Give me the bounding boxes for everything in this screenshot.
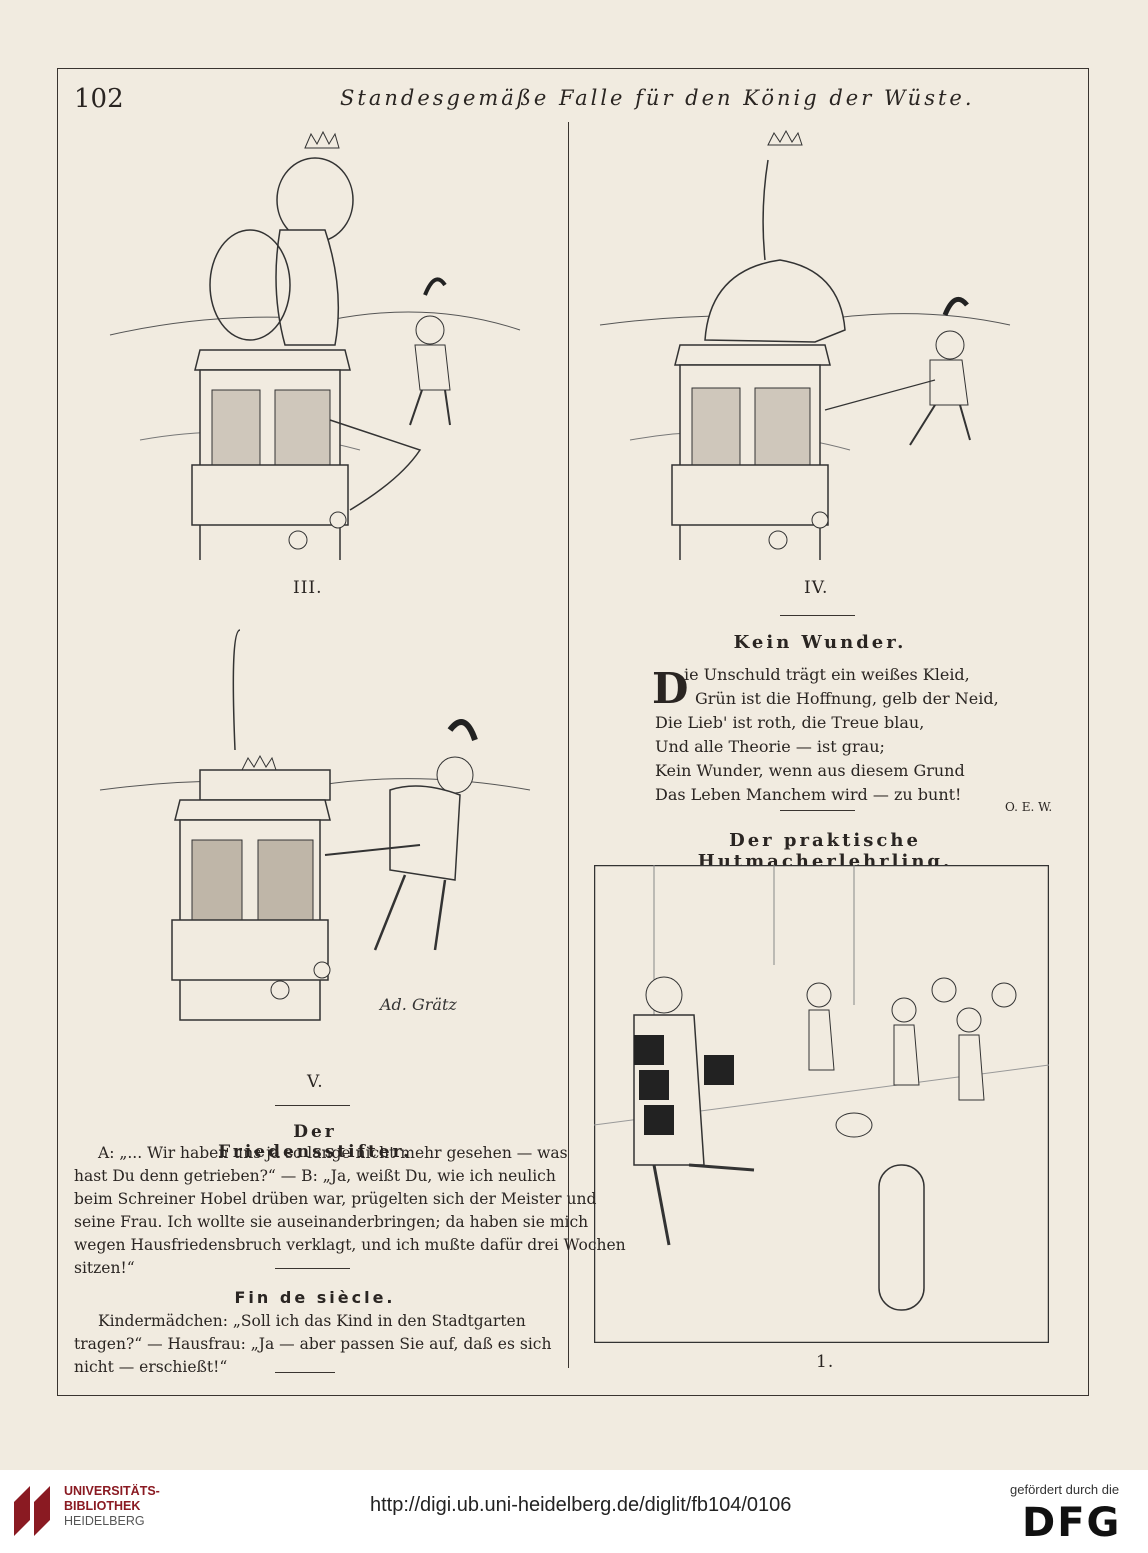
poem-dropcap: D [652, 664, 689, 713]
uni-line-2: BIBLIOTHEK [64, 1499, 141, 1513]
poem-line-1: ie Unschuld trägt ein weißes Kleid, [684, 665, 970, 684]
viewer-footer [0, 1470, 1148, 1553]
university-library-name[interactable]: UNIVERSITÄTS- BIBLIOTHEK HEIDELBERG [64, 1484, 160, 1529]
sponsor-label: gefördert durch die [1010, 1482, 1120, 1497]
scanned-page: 102 Standesgemäße Falle für den König de… [0, 0, 1148, 1470]
page-title: Standesgemäße Falle für den König der Wü… [340, 86, 975, 110]
fin-de-siecle-line-2: tragen?“ — Hausfrau: „Ja — aber passen S… [74, 1335, 552, 1353]
page-url-link[interactable]: http://digi.ub.uni-heidelberg.de/diglit/… [370, 1494, 792, 1516]
caption-iv: IV. [804, 578, 829, 598]
column-divider [568, 122, 570, 1368]
fin-de-siecle-title: Fin de siècle. [234, 1288, 396, 1307]
poem-line-2: Grün ist die Hoffnung, gelb der Neid, [695, 689, 999, 708]
university-logo-icon[interactable] [10, 1482, 58, 1538]
dfg-logo[interactable]: DFG [1022, 1500, 1122, 1546]
illustration-iv [599, 129, 1011, 560]
page-number: 102 [74, 84, 124, 114]
illustration-v: Ad. Grätz [99, 629, 531, 1021]
illustration-hatmaker [594, 865, 1049, 1343]
fin-de-siecle-line-1: Kindermädchen: „Soll ich das Kind in den… [98, 1312, 526, 1330]
poem-line-4: Und alle Theorie — ist grau; [655, 737, 885, 756]
rule-friedens-top [275, 1105, 350, 1106]
friedensstifter-line-4: seine Frau. Ich wollte sie auseinanderbr… [74, 1213, 589, 1231]
artist-signature: Ad. Grätz [378, 995, 457, 1014]
fin-de-siecle-line-3: nicht — erschießt!“ [74, 1358, 228, 1376]
caption-iii: III. [293, 578, 323, 598]
friedensstifter-title: Der Friedensstifter. [218, 1122, 412, 1162]
caption-v: V. [307, 1072, 324, 1092]
friedensstifter-line-1: A: „... Wir haben uns ja so lange nicht … [98, 1144, 568, 1162]
poem-line-6: Das Leben Manchem wird — zu bunt! [655, 785, 962, 804]
rule-friedens-bottom [275, 1268, 350, 1269]
poem-title: Kein Wunder. [733, 632, 907, 653]
poem-author: O. E. W. [1005, 800, 1053, 814]
poem-line-5: Kein Wunder, wenn aus diesem Grund [655, 761, 965, 780]
illustration-iii [109, 130, 521, 560]
rule-poem-top [780, 615, 855, 616]
caption-hatmaker: 1. [816, 1352, 835, 1372]
rule-poem-bottom [780, 810, 855, 811]
page-border [57, 68, 1089, 1396]
poem-line-3: Die Lieb' ist roth, die Treue blau, [655, 713, 925, 732]
friedensstifter-line-2: hast Du denn getrieben?“ — B: „Ja, weißt… [74, 1167, 556, 1185]
uni-line-3: HEIDELBERG [64, 1514, 145, 1528]
friedensstifter-line-3: beim Schreiner Hobel drüben war, prügelt… [74, 1190, 597, 1208]
friedensstifter-line-6: sitzen!“ [74, 1259, 135, 1277]
uni-line-1: UNIVERSITÄTS- [64, 1484, 160, 1498]
friedensstifter-line-5: wegen Hausfriedensbruch verklagt, und ic… [74, 1236, 626, 1254]
rule-fin-bottom [275, 1372, 335, 1373]
